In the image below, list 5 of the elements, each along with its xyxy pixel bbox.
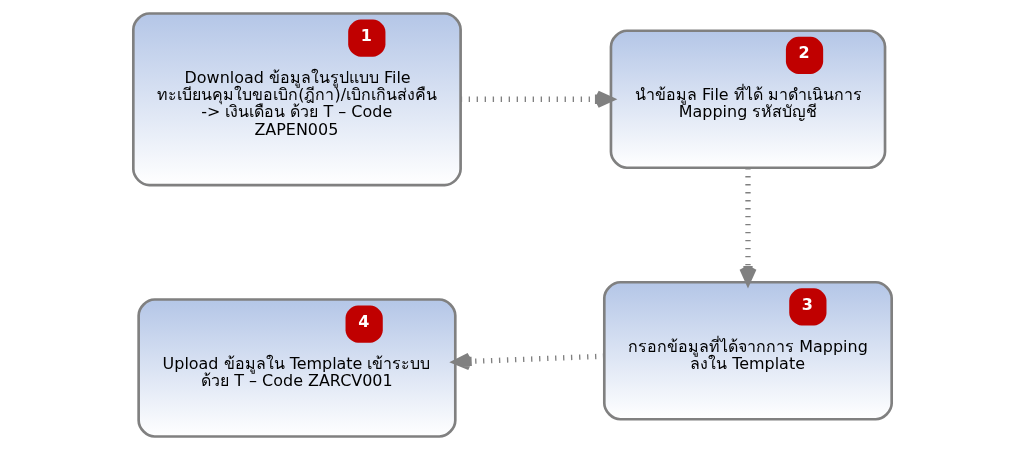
node-box: 1 Download ข้อมูลในรูปแบบ File ทะเบียนคุมใบขอเบิก(ฎีกา)/เบิกเกินส่งคืน -> เงินเดือน ด้วย T – Code ZAPEN005 bbox=[131, 12, 462, 187]
node-box: 2 นำข้อมูล File ที่ได้ มาดำเนินการ Mapping รหัสบัญชี bbox=[609, 29, 886, 170]
arrow bbox=[452, 352, 604, 371]
node-box: 4 Upload ข้อมูลใน Template เข้าระบบ ด้วย T – Code ZARCV001 bbox=[136, 298, 457, 438]
node-box: 3 กรอกข้อมูลที่ได้จากการ Mapping ลงใน Template bbox=[602, 280, 893, 421]
